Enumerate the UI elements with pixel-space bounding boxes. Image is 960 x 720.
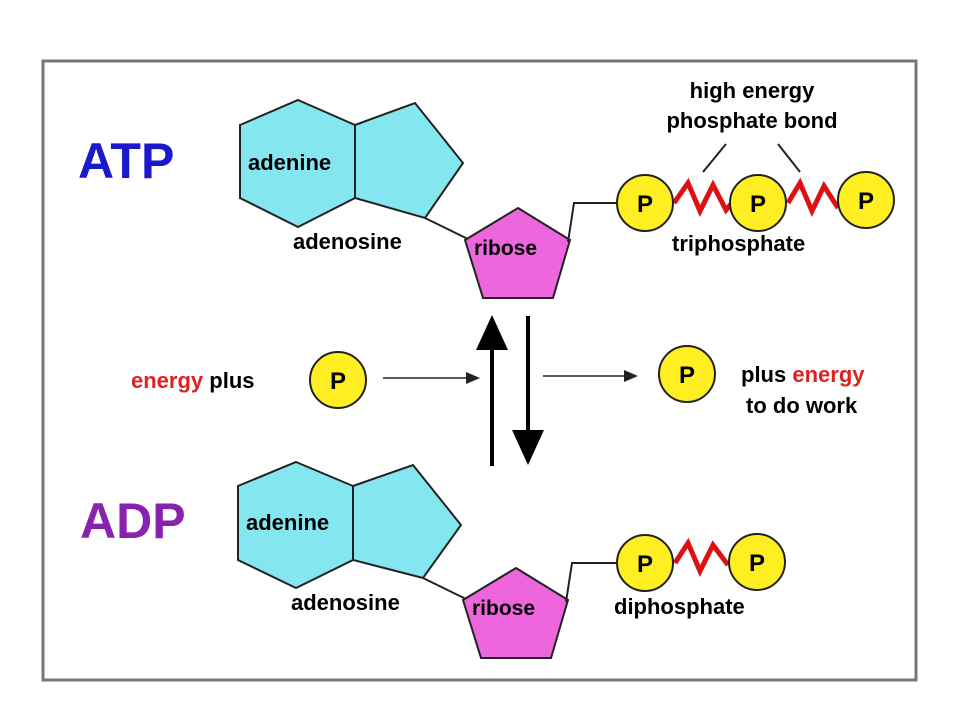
adp-ribose-label: ribose xyxy=(472,597,535,620)
adp-ribose-pentagon xyxy=(461,566,570,659)
atp-title: ATP xyxy=(78,133,174,189)
atp-triphosphate-label: triphosphate xyxy=(672,231,805,256)
adp-adenosine-label: adenosine xyxy=(291,590,400,615)
bond-label-line-2: phosphate bond xyxy=(666,108,837,133)
adp-adenine-pentagon xyxy=(352,463,463,580)
atp-adenine-pentagon xyxy=(354,101,465,220)
adp-ribose-phosphate-link xyxy=(565,562,616,603)
left-energy-text: energy plus xyxy=(131,368,255,393)
free-phosphate-left: P xyxy=(309,351,367,409)
right-energy-text: plus energy xyxy=(741,362,865,387)
adp-diphosphate-label: diphosphate xyxy=(614,594,745,619)
atp-high-energy-bond-1 xyxy=(671,177,738,217)
right-energy-word: energy xyxy=(792,362,865,387)
bond-label-line-1: high energy xyxy=(690,78,815,103)
arrow-out-of-cycle-head xyxy=(624,370,638,382)
bond-pointer-2 xyxy=(777,143,801,173)
atp-phosphate-2-label: P xyxy=(750,191,766,218)
atp-phosphate-3: P xyxy=(837,171,895,229)
free-phosphate-right-label: P xyxy=(679,362,695,389)
adp-phosphate-2: P xyxy=(728,533,786,591)
left-energy-word: energy xyxy=(131,368,204,393)
atp-adenine-label: adenine xyxy=(248,150,331,175)
hydrolysis-arrow-head xyxy=(512,430,544,465)
adp-title: ADP xyxy=(80,493,186,549)
atp-phosphate-2: P xyxy=(729,174,787,232)
free-phosphate-right: P xyxy=(658,345,716,403)
atp-ribose-pentagon xyxy=(463,206,572,299)
atp-adenosine-label: adenosine xyxy=(293,229,402,254)
adp-adenosine-group xyxy=(237,460,469,601)
right-plus-word: plus xyxy=(741,362,792,387)
adp-phosphate-1-label: P xyxy=(637,551,653,578)
arrow-into-cycle-head xyxy=(466,372,480,384)
atp-high-energy-bond-2 xyxy=(785,177,841,218)
atp-phosphate-3-label: P xyxy=(858,188,874,215)
bond-pointer-1 xyxy=(702,143,727,173)
right-work-text: to do work xyxy=(746,393,858,418)
atp-sugar-link xyxy=(424,217,471,241)
atp-phosphate-1-label: P xyxy=(637,191,653,218)
adp-phosphate-1: P xyxy=(616,534,674,592)
left-plus-word: plus xyxy=(203,368,254,393)
atp-phosphate-1: P xyxy=(616,174,674,232)
atp-adenosine-group xyxy=(239,98,471,241)
atp-ribose-label: ribose xyxy=(474,237,537,260)
adp-high-energy-bond xyxy=(672,537,730,577)
synthesis-arrow-head xyxy=(476,315,508,350)
adp-sugar-link xyxy=(422,577,469,601)
atp-ribose-phosphate-link xyxy=(567,202,617,243)
adp-phosphate-2-label: P xyxy=(749,550,765,577)
adp-adenine-label: adenine xyxy=(246,510,329,535)
free-phosphate-left-label: P xyxy=(330,368,346,395)
